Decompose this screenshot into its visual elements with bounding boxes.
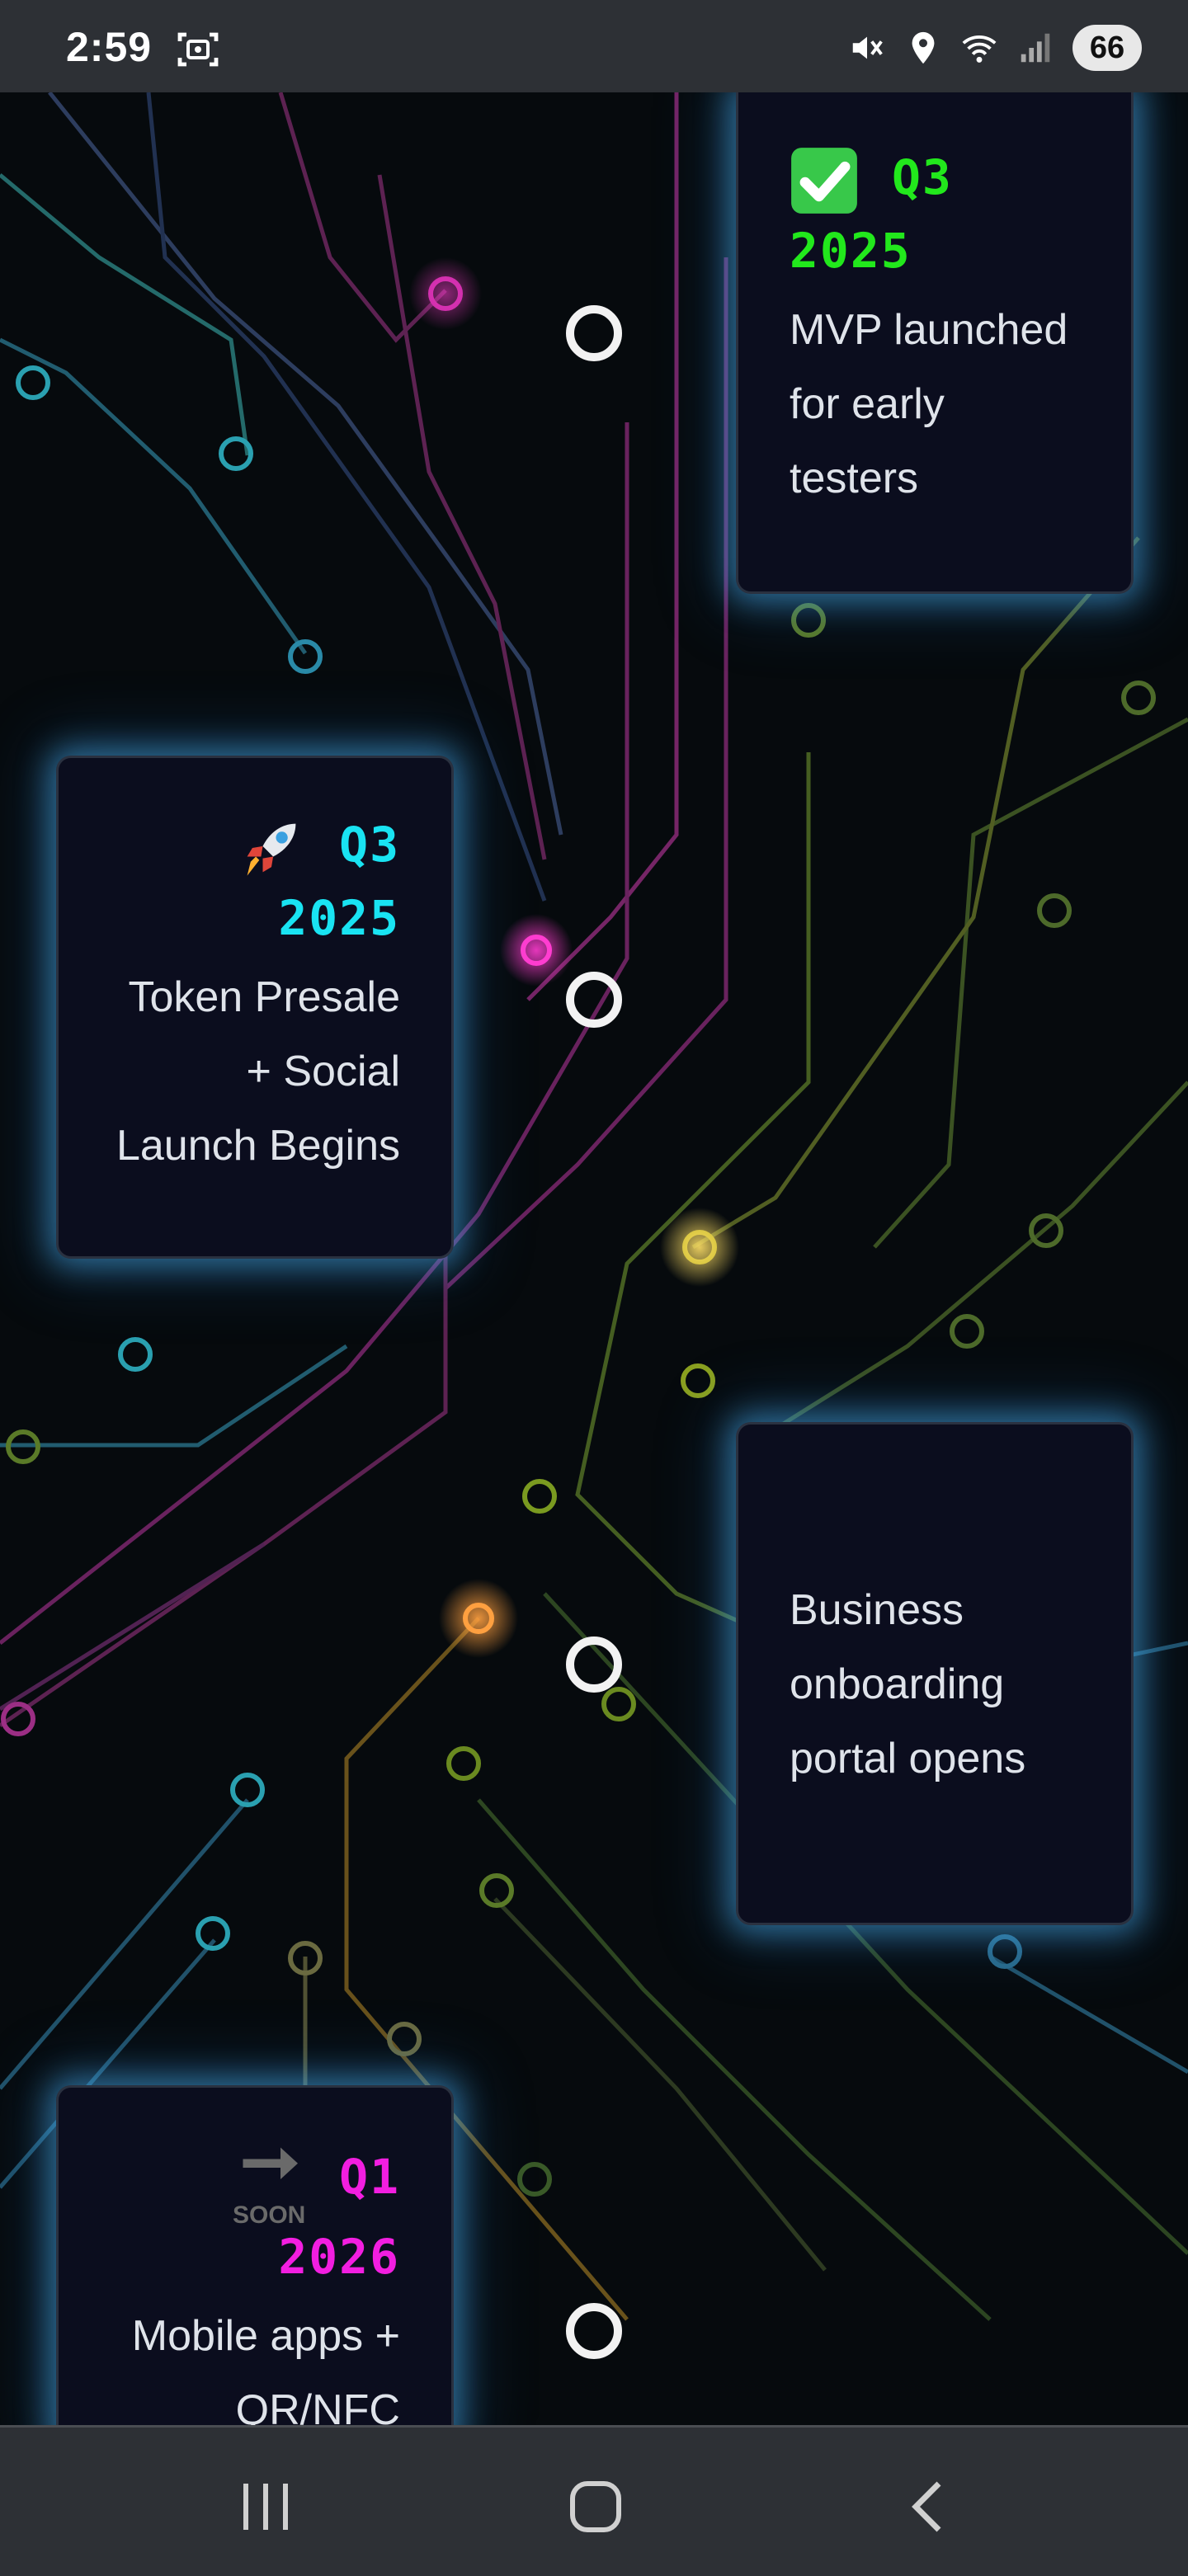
screenshot-icon (177, 32, 219, 67)
milestone-card: Business onboarding portal opens (736, 1422, 1134, 1925)
soon-arrow-emoji-icon: SOON (224, 2139, 314, 2229)
milestone-year: 2025 (278, 889, 400, 946)
milestone-description: MVP launched for early testers (790, 305, 1068, 502)
timeline-node (566, 2303, 622, 2359)
milestone-quarter: Q3 (339, 817, 400, 873)
home-icon[interactable] (563, 2474, 629, 2540)
rocket-emoji-icon (247, 823, 296, 876)
signal-icon (1021, 33, 1050, 63)
milestone-description: Token Presale + Social Launch Begins (116, 972, 400, 1170)
milestone-quarter: Q3 (892, 149, 953, 205)
recent-apps-icon[interactable] (233, 2474, 299, 2540)
milestone-card: Q3 2025 Token Presale + Social Launch Be… (56, 756, 454, 1259)
milestone-card: SOON Q1 2026 Mobile apps + QR/NFC (56, 2085, 454, 2425)
timeline-node (566, 1636, 622, 1693)
status-bar: 2:59 66 (0, 0, 1188, 92)
navigation-bar (0, 2425, 1188, 2576)
milestone-description: Mobile apps + QR/NFC (131, 2312, 400, 2425)
back-icon[interactable] (896, 2474, 962, 2540)
circuit-background (0, 92, 1188, 2321)
status-time: 2:59 (66, 24, 153, 70)
soon-label: SOON (232, 2202, 306, 2229)
milestone-year: 2026 (278, 2229, 400, 2285)
location-icon (912, 31, 935, 64)
milestone-card: Q3 2025 MVP launched for early testers (736, 92, 1134, 594)
milestone-description: Business onboarding portal opens (790, 1586, 1026, 1782)
timeline-node (566, 305, 622, 361)
battery-indicator: 66 (1072, 25, 1142, 71)
timeline-node (566, 972, 622, 1028)
roadmap-page[interactable]: Q3 2025 MVP launched for early testers Q… (0, 92, 1188, 2425)
milestone-quarter: Q1 (339, 2149, 400, 2206)
mute-icon (852, 36, 883, 59)
wifi-icon (962, 35, 997, 63)
check-mark-emoji-icon (791, 147, 857, 214)
milestone-year: 2025 (790, 222, 912, 279)
